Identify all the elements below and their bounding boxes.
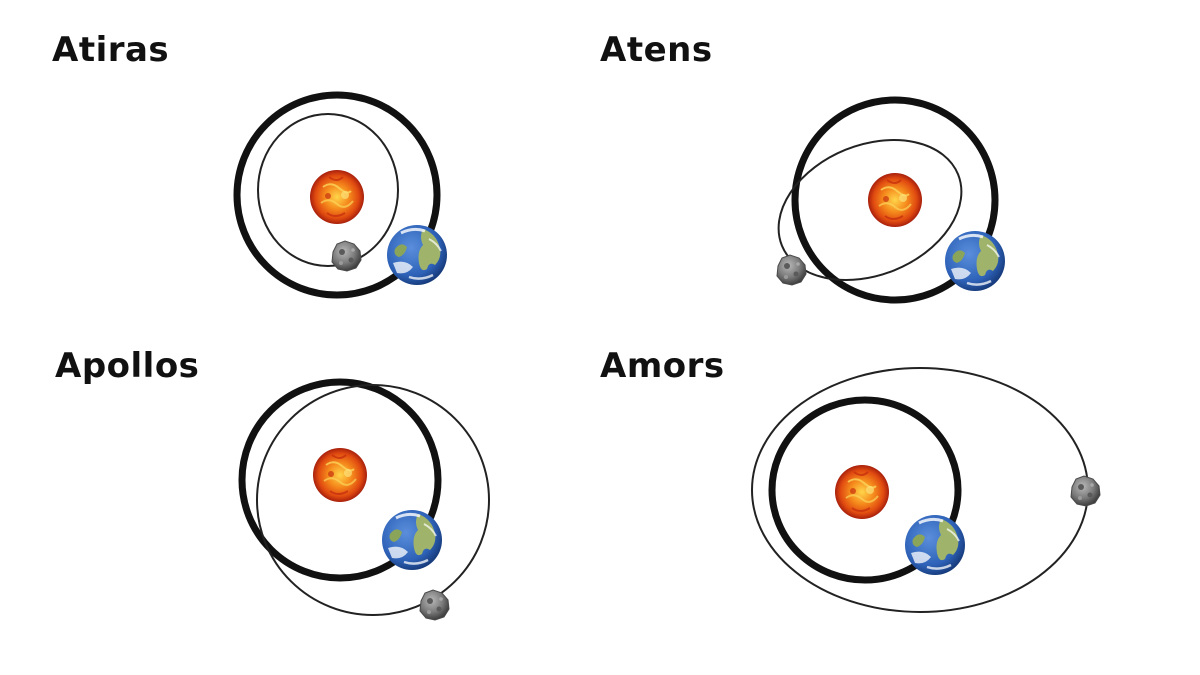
asteroid-orbit — [256, 384, 490, 616]
asteroid-icon — [419, 589, 450, 621]
asteroid-icon — [1070, 475, 1101, 507]
earth-icon — [380, 508, 444, 572]
earth-orbit — [791, 96, 999, 304]
panel-title-amors: Amors — [600, 346, 725, 386]
asteroid-orbit — [751, 367, 1089, 613]
panel-atens — [776, 96, 1007, 304]
asteroid-orbit — [257, 113, 399, 267]
panel-atiras — [233, 91, 449, 299]
asteroid-icon — [776, 254, 807, 286]
sun-icon — [312, 447, 368, 503]
panel-title-atens: Atens — [600, 30, 713, 70]
earth-icon — [385, 223, 449, 287]
panel-apollos — [238, 378, 490, 621]
panel-title-apollos: Apollos — [55, 346, 200, 386]
asteroid-icon — [331, 240, 362, 272]
asteroid-orbit — [777, 139, 963, 281]
panel-amors — [751, 367, 1101, 613]
earth-orbit — [238, 378, 442, 582]
earth-icon — [903, 513, 967, 577]
sun-icon — [867, 172, 923, 228]
sun-icon — [309, 169, 365, 225]
panel-title-atiras: Atiras — [52, 30, 170, 70]
earth-orbit — [233, 91, 441, 299]
sun-icon — [834, 464, 890, 520]
earth-icon — [943, 229, 1007, 293]
earth-orbit — [768, 396, 962, 584]
